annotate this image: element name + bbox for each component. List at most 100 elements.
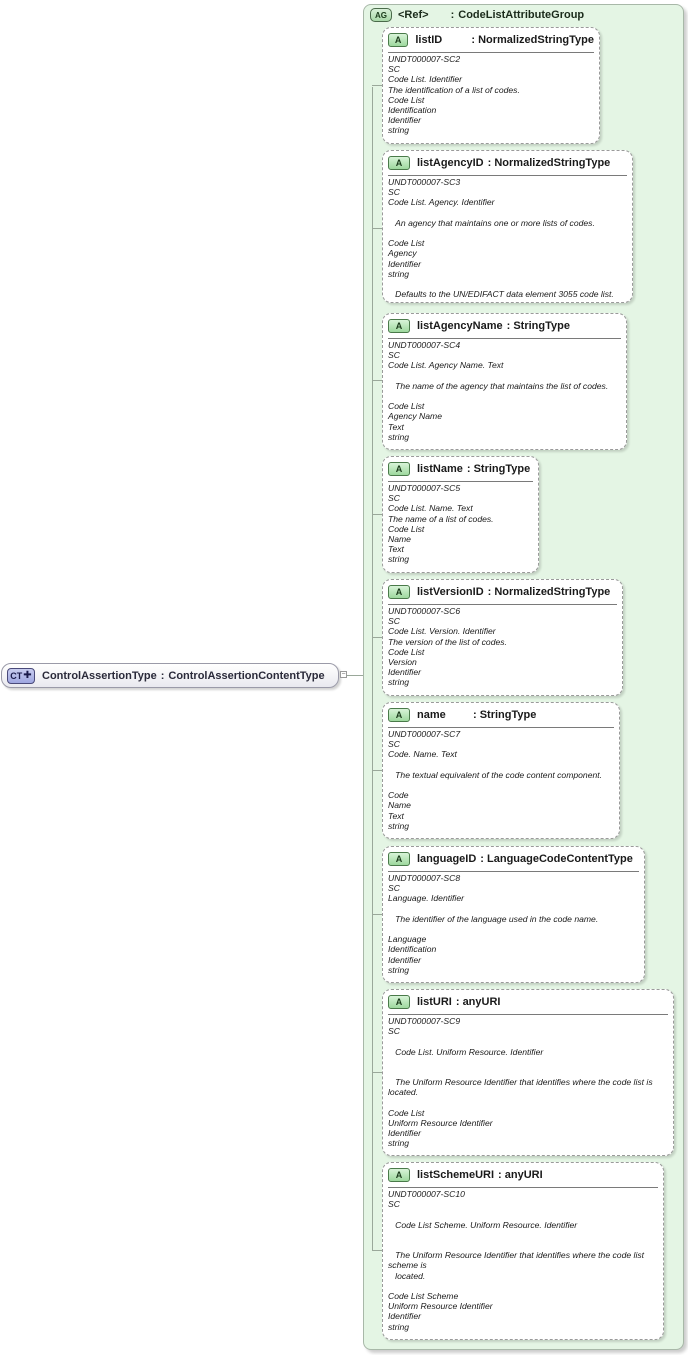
doc-line: Defaults to the UN/EDIFACT data element … [388, 289, 614, 300]
attribute-type: : anyURI [498, 1169, 543, 1181]
attribute-group-header[interactable]: AG <Ref> : CodeListAttributeGroup [370, 8, 584, 22]
doc-line [388, 760, 614, 770]
doc-line [388, 1240, 658, 1250]
doc-line: Code List. Agency. Identifier [388, 197, 495, 208]
doc-line: Code List [388, 238, 425, 249]
attribute-type: : NormalizedStringType [487, 586, 611, 598]
attribute-connector [372, 85, 382, 86]
doc-line: Code List. Identifier [388, 74, 463, 85]
doc-line: UNDT000007-SC3 [388, 177, 461, 187]
attribute-connector [372, 914, 382, 915]
doc-line: Code List [388, 646, 425, 657]
attribute-type: : LanguageCodeContentType [480, 853, 633, 865]
doc-line: Code List. Name. Text [388, 503, 473, 514]
attribute-separator [388, 52, 594, 53]
doc-line: Language. Identifier [388, 893, 464, 904]
doc-line: Uniform Resource Identifier [388, 1117, 493, 1128]
doc-line: Code List [388, 1107, 425, 1118]
connector-horizontal [347, 675, 363, 676]
doc-line: Code List [388, 523, 425, 534]
attribute-type: : StringType [473, 709, 537, 721]
doc-line [388, 1230, 658, 1240]
doc-line: string [388, 554, 410, 565]
attribute-connector [372, 637, 382, 638]
doc-line: Code List. Uniform Resource. Identifier [388, 1046, 544, 1057]
doc-line: Code List Scheme [388, 1290, 459, 1301]
doc-line [388, 279, 627, 289]
doc-line: Code List. Agency Name. Text [388, 360, 504, 371]
doc-line [388, 924, 639, 934]
doc-line: UNDT000007-SC7 [388, 729, 461, 739]
doc-line: The name of the agency that maintains th… [388, 380, 609, 391]
doc-line: UNDT000007-SC9 [388, 1016, 461, 1026]
complex-type-icon: CT✚ [7, 667, 35, 684]
attribute-name: languageID [417, 853, 477, 865]
doc-line: UNDT000007-SC5 [388, 483, 461, 493]
attribute-name: listURI [417, 996, 452, 1008]
attribute-type: : NormalizedStringType [471, 34, 594, 46]
complex-type-node[interactable]: CT✚ ControlAssertionType : ControlAssert… [1, 663, 339, 688]
attribute-separator [388, 604, 617, 605]
doc-line: Identifier [388, 667, 421, 678]
doc-line: scheme is [388, 1260, 427, 1271]
doc-line: The Uniform Resource Identifier that ide… [388, 1077, 653, 1088]
attribute-name: name [417, 709, 446, 721]
doc-line: Name [388, 800, 411, 811]
doc-line: The name of a list of codes. [388, 513, 494, 524]
doc-line: An agency that maintains one or more lis… [388, 217, 595, 228]
attribute-name: listAgencyID [417, 157, 484, 169]
doc-line: Version [388, 657, 417, 668]
doc-line: Uniform Resource Identifier [388, 1301, 493, 1312]
doc-line: SC [388, 187, 400, 198]
attribute-separator [388, 338, 621, 339]
attribute-icon: A [388, 852, 410, 866]
attribute-separator [388, 175, 627, 176]
attribute-type: : anyURI [455, 996, 501, 1008]
attribute-group-type: CodeListAttributeGroup [458, 9, 585, 21]
doc-line: string [388, 820, 410, 831]
attribute-icon: A [388, 708, 410, 722]
attribute-separator [388, 1187, 658, 1188]
doc-line: UNDT000007-SC6 [388, 606, 461, 616]
doc-line: The textual equivalent of the code conte… [388, 769, 603, 780]
attribute-spine [372, 87, 373, 1251]
doc-line: SC [388, 1199, 400, 1210]
doc-line: UNDT000007-SC4 [388, 340, 461, 350]
doc-line: Identifier [388, 258, 421, 269]
doc-line: The identification of a list of codes. [388, 84, 520, 95]
doc-line: string [388, 1138, 410, 1149]
attribute-separator [388, 727, 614, 728]
attribute-connector [372, 770, 382, 771]
doc-line [388, 1281, 658, 1291]
attribute-icon: A [388, 1168, 410, 1182]
doc-line: The Uniform Resource Identifier that ide… [388, 1250, 645, 1261]
attribute-name: listSchemeURI [417, 1169, 495, 1181]
complex-type-type: ControlAssertionContentType [168, 669, 325, 682]
doc-line: string [388, 964, 410, 975]
doc-line: Identifier [388, 1311, 421, 1322]
collapse-toggle-icon[interactable]: − [340, 671, 347, 678]
doc-line: SC [388, 616, 400, 627]
